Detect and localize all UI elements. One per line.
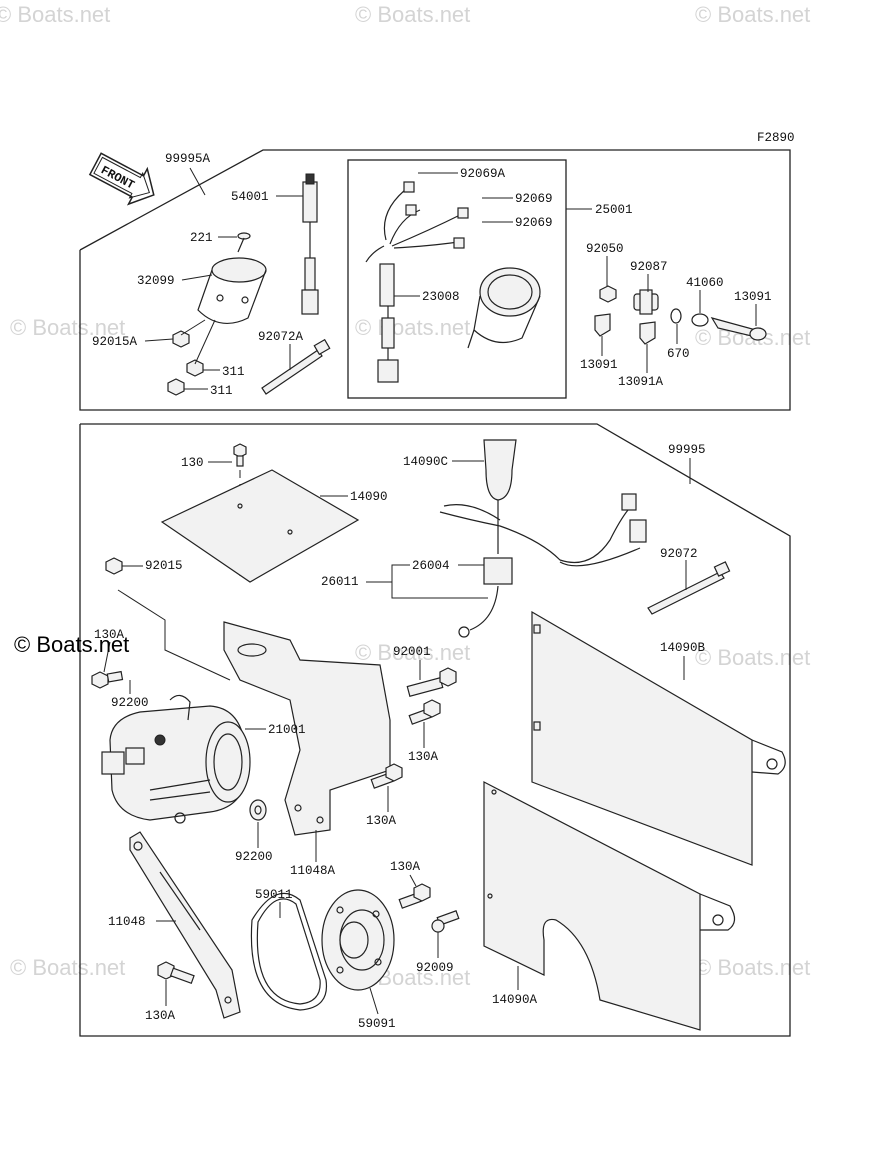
upper-kit-frame xyxy=(79,149,791,411)
meter-bracket xyxy=(197,257,267,325)
part-label-23008: 23008 xyxy=(422,290,460,304)
watermark: © Boats.net xyxy=(695,2,810,27)
drive-gear-41060 xyxy=(710,317,767,341)
meter-cable xyxy=(301,173,319,315)
alternator-21001 xyxy=(101,694,251,824)
part-label-14090A: 14090A xyxy=(492,993,538,1007)
nut-92015A xyxy=(172,330,190,348)
fitting-92087 xyxy=(633,289,659,315)
part-label-92050: 92050 xyxy=(586,242,624,256)
ring-410 xyxy=(691,313,709,327)
brand-watermark: © Boats.net xyxy=(14,632,130,657)
watermark: © Boats.net xyxy=(355,2,470,27)
lower-kit-frame xyxy=(79,423,791,1037)
alternator-harness xyxy=(439,493,647,638)
watermark: © Boats.net xyxy=(355,315,470,340)
nut-92050 xyxy=(599,285,617,303)
part-label-11048: 11048 xyxy=(108,915,146,929)
bolt-130A-c xyxy=(370,763,403,789)
front-arrow-icon: FRONT xyxy=(88,152,155,206)
washer-670 xyxy=(670,308,682,324)
part-label-311b: 311 xyxy=(210,384,233,398)
cover-panel-14090A xyxy=(483,781,736,1031)
part-label-130A-e: 130A xyxy=(145,1009,176,1023)
figure-code: F2890 xyxy=(757,131,795,145)
bolt-92009 xyxy=(431,910,460,933)
watermark: © Boats.net xyxy=(10,955,125,980)
bolt-92001 xyxy=(406,667,457,697)
part-label-130A-b: 130A xyxy=(408,750,439,764)
mounting-plate-14090 xyxy=(160,469,360,583)
part-label-21001: 21001 xyxy=(268,723,306,737)
v-belt-59011 xyxy=(250,892,328,1011)
part-label-670: 670 xyxy=(667,347,690,361)
part-label-92009: 92009 xyxy=(416,961,454,975)
cable-tie-92072A xyxy=(261,338,331,395)
cable-tie-92072 xyxy=(647,561,731,615)
pulley-59091 xyxy=(321,889,395,991)
part-label-26004: 26004 xyxy=(412,559,450,573)
bolt-130A-e xyxy=(157,961,195,985)
screw-221 xyxy=(237,232,251,253)
watermark: © Boats.net xyxy=(10,315,125,340)
part-label-41060: 13091 xyxy=(734,290,772,304)
bolt-130A-d xyxy=(398,883,431,909)
part-label-130A-c: 130A xyxy=(366,814,397,828)
bolt-130A-b xyxy=(408,699,441,725)
part-label-54001: 54001 xyxy=(231,190,269,204)
part-label-92200-a: 92200 xyxy=(111,696,149,710)
part-label-13091A: 13091A xyxy=(618,375,664,389)
part-label-92015A: 92015A xyxy=(92,335,138,349)
watermark: © Boats.net xyxy=(695,955,810,980)
bolt-130 xyxy=(233,443,247,467)
part-label-92200-b: 92200 xyxy=(235,850,273,864)
part-label-13091: 13091 xyxy=(580,358,618,372)
watermark: © Boats.net xyxy=(355,640,470,665)
alternator-bracket-11048A xyxy=(223,621,391,836)
bracket-13091 xyxy=(594,313,611,337)
part-label-92001: 92001 xyxy=(393,645,431,659)
lower-kit-label: 99995 xyxy=(668,443,706,457)
part-label-11048A: 11048A xyxy=(290,864,336,878)
part-label-130A-a: 130A xyxy=(94,628,125,642)
upper-kit-label: 99995A xyxy=(165,152,211,166)
part-label-92069-b: 92069 xyxy=(515,216,553,230)
part-label-130: 130 xyxy=(181,456,204,470)
part-label-311a: 311 xyxy=(222,365,245,379)
watermark: © Boats.net xyxy=(695,645,810,670)
part-label-92069-a: 92069 xyxy=(515,192,553,206)
watermarks: © Boats.net © Boats.net © Boats.net © Bo… xyxy=(0,2,810,990)
speedometer-gauge xyxy=(467,267,541,349)
cover-panel-14090B xyxy=(531,610,786,866)
part-label-92072A: 92072A xyxy=(258,330,304,344)
part-label-92015: 92015 xyxy=(145,559,183,573)
bracket-13091A xyxy=(639,321,656,345)
part-label-14090: 14090 xyxy=(350,490,388,504)
part-label-59091: 59091 xyxy=(358,1017,396,1031)
part-label-221: 221 xyxy=(190,231,213,245)
part-label-410: 41060 xyxy=(686,276,724,290)
meter-harness xyxy=(365,181,469,383)
part-label-32099: 32099 xyxy=(137,274,175,288)
part-label-14090C: 14090C xyxy=(403,455,448,469)
part-label-92087: 92087 xyxy=(630,260,668,274)
grommet-14090C xyxy=(483,439,517,554)
part-label-14090B: 14090B xyxy=(660,641,706,655)
part-label-59011: 59011 xyxy=(255,888,293,902)
nut-311-b xyxy=(167,378,185,396)
part-label-26011: 26011 xyxy=(321,575,359,589)
watermark: © Boats.net xyxy=(0,2,110,27)
part-label-92069A: 92069A xyxy=(460,167,506,181)
adjust-bracket-11048 xyxy=(129,831,241,1019)
part-label-25001: 25001 xyxy=(595,203,633,217)
part-label-130A-d: 130A xyxy=(390,860,421,874)
part-label-92072: 92072 xyxy=(660,547,698,561)
nut-311-a xyxy=(186,359,204,377)
bolt-130A-a xyxy=(91,670,124,689)
nut-92015 xyxy=(105,557,123,575)
washer-92200 xyxy=(249,799,267,821)
